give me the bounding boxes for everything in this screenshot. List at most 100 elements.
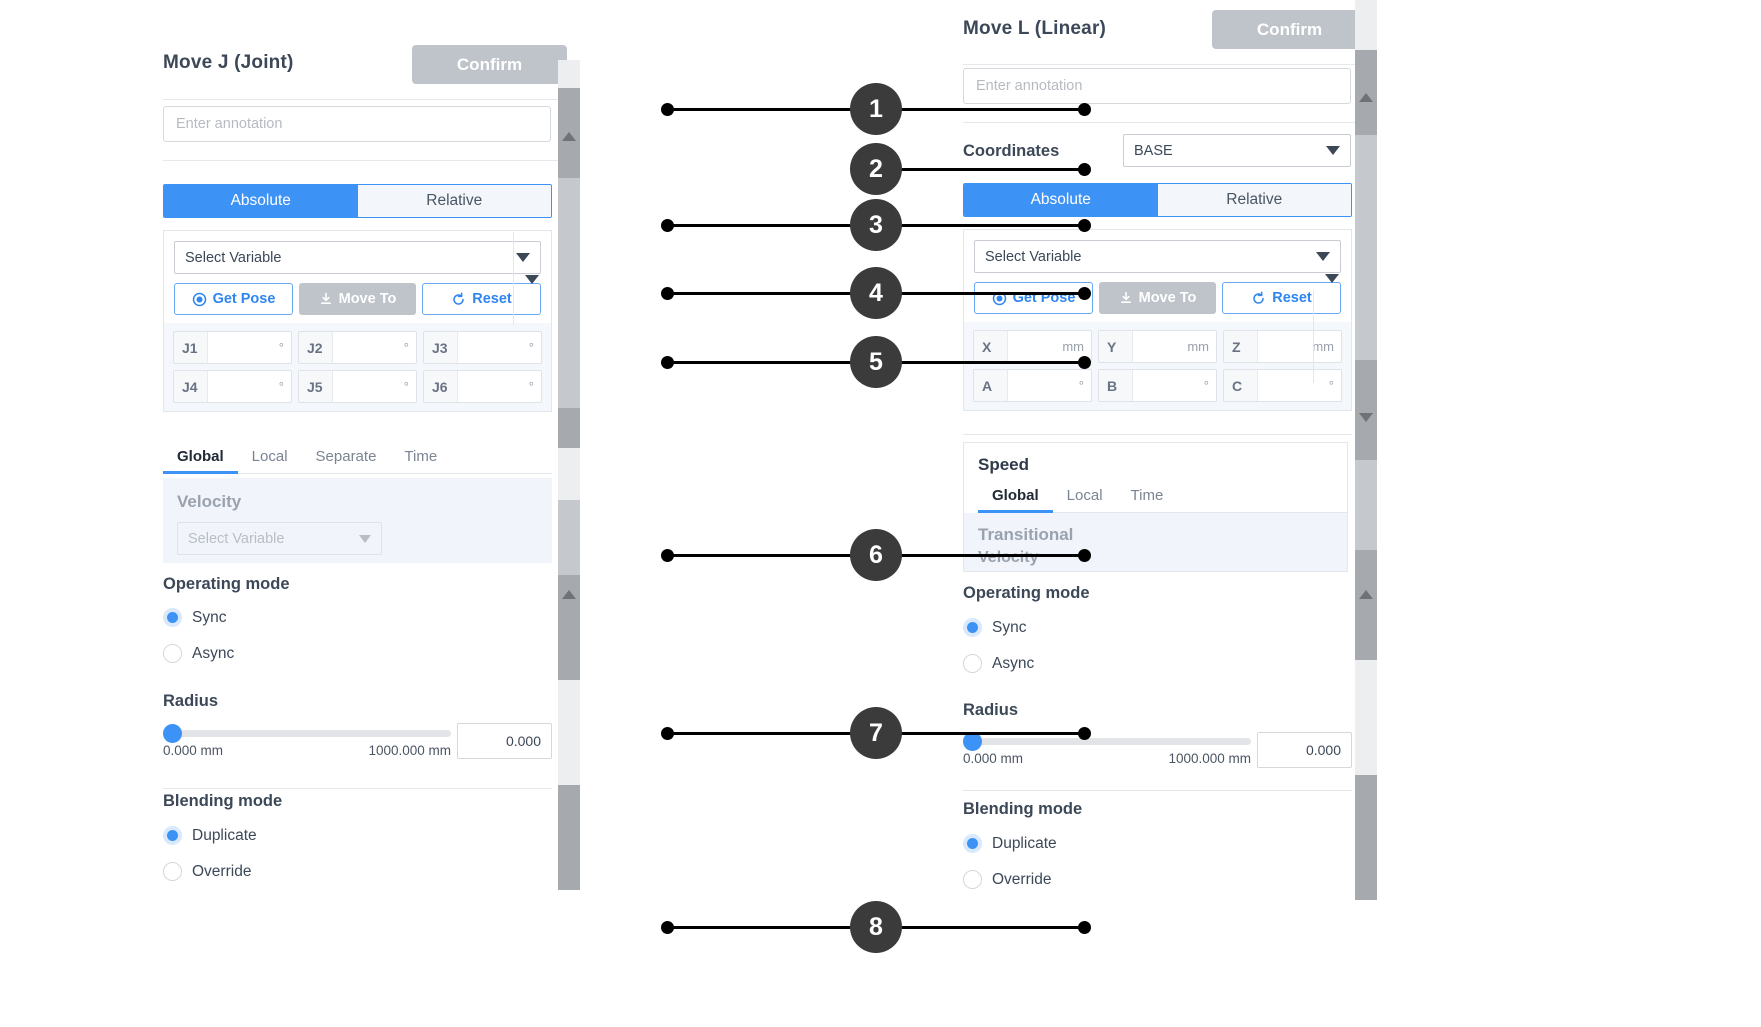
reset-button[interactable]: Reset	[1222, 282, 1341, 314]
joint-field-j6[interactable]: J6 °	[423, 370, 542, 403]
slider-knob[interactable]	[963, 732, 982, 751]
right-scrollbar-thumb-mid[interactable]	[1355, 135, 1377, 360]
chevron-down-icon	[1316, 252, 1330, 261]
pose-field-c[interactable]: C °	[1223, 369, 1342, 402]
move-l-radius-value-input[interactable]: 0.000	[1257, 732, 1352, 768]
move-l-coordinates-select[interactable]: BASE	[1123, 134, 1351, 167]
callout-3-right-dot	[1078, 219, 1091, 232]
move-l-mode-toggle[interactable]: Absolute Relative	[963, 183, 1352, 217]
radio-sync[interactable]: Sync	[963, 618, 1026, 637]
radio-duplicate[interactable]: Duplicate	[963, 834, 1057, 853]
pose-field-a[interactable]: A °	[973, 369, 1092, 402]
move-to-button[interactable]: Move To	[299, 283, 416, 315]
joint-field-label: J4	[174, 371, 208, 402]
scroll-up-arrow-icon[interactable]	[1359, 93, 1373, 102]
move-l-speed-tabs[interactable]: Global Local Time	[978, 481, 1347, 513]
scroll-up-arrow-icon[interactable]	[1359, 590, 1373, 599]
slider-knob[interactable]	[163, 724, 182, 743]
slider-range: 0.000 mm 1000.000 mm	[963, 751, 1251, 766]
move-j-variable-select[interactable]: Select Variable	[174, 241, 541, 274]
divider	[163, 160, 570, 161]
callout-6-left-line	[667, 554, 852, 557]
right-scrollbar-thumb-bottom[interactable]	[1355, 550, 1377, 660]
move-j-expand-caret-icon[interactable]	[525, 275, 539, 284]
move-l-annotation-input[interactable]	[963, 68, 1351, 104]
joint-field-j2[interactable]: J2 °	[298, 331, 417, 364]
move-to-button[interactable]: Move To	[1099, 282, 1216, 314]
move-l-radius-slider[interactable]: 0.000 mm 1000.000 mm	[963, 732, 1251, 766]
get-pose-button[interactable]: Get Pose	[974, 282, 1093, 314]
tab-time[interactable]: Time	[1130, 487, 1164, 504]
joint-field-j5[interactable]: J5 °	[298, 370, 417, 403]
tab-local[interactable]: Local	[1066, 487, 1103, 504]
left-scrollbar-thumb-mid[interactable]	[558, 178, 580, 408]
right-scrollbar-thumb-upper[interactable]	[1355, 50, 1377, 135]
callout-7-left-line	[667, 732, 852, 735]
scroll-up-arrow-icon[interactable]	[562, 590, 576, 599]
move-j-radius-value-input[interactable]: 0.000	[457, 723, 552, 759]
right-scrollbar-thumb-lower[interactable]	[1355, 460, 1377, 550]
tab-global[interactable]: Global	[978, 481, 1053, 513]
get-pose-button[interactable]: Get Pose	[174, 283, 293, 315]
left-scrollbar-thumb-end[interactable]	[558, 785, 580, 890]
scroll-up-arrow-icon[interactable]	[562, 132, 576, 141]
slider-min-label: 0.000 mm	[963, 751, 1024, 766]
left-scrollbar-thumb-middle[interactable]	[558, 408, 580, 448]
divider	[163, 99, 570, 100]
move-j-annotation-input[interactable]	[163, 106, 551, 142]
joint-field-j4[interactable]: J4 °	[173, 370, 292, 403]
radio-sync[interactable]: Sync	[163, 608, 226, 627]
joint-field-label: J5	[299, 371, 333, 402]
right-scrollbar-thumb-end[interactable]	[1355, 775, 1377, 900]
left-scrollbar-thumb-lower[interactable]	[558, 500, 580, 575]
move-l-expand-caret-icon[interactable]	[1325, 274, 1339, 283]
move-j-confirm-button[interactable]: Confirm	[412, 45, 567, 84]
radio-label: Duplicate	[992, 834, 1057, 852]
callout-8-right-line	[900, 926, 1085, 929]
tab-global[interactable]: Global	[163, 442, 238, 474]
joint-field-j1[interactable]: J1 °	[173, 331, 292, 364]
move-j-radius-slider[interactable]: 0.000 mm 1000.000 mm	[163, 724, 451, 758]
pose-field-z[interactable]: Z mm	[1223, 330, 1342, 363]
slider-track	[963, 738, 1251, 745]
reset-button[interactable]: Reset	[422, 283, 541, 315]
pose-field-y[interactable]: Y mm	[1098, 330, 1217, 363]
move-j-mode-toggle[interactable]: Absolute Relative	[163, 184, 552, 218]
scroll-down-arrow-icon[interactable]	[1359, 413, 1373, 422]
radio-async[interactable]: Async	[163, 644, 234, 663]
callout-8-left-line	[667, 926, 852, 929]
pose-field-x[interactable]: X mm	[973, 330, 1092, 363]
move-j-velocity-box: Velocity Select Variable	[163, 478, 552, 563]
joint-field-j3[interactable]: J3 °	[423, 331, 542, 364]
radio-label: Async	[992, 654, 1035, 672]
callout-3: 3	[850, 199, 902, 251]
right-scrollbar-thumb-middle[interactable]	[1355, 360, 1377, 460]
move-l-confirm-button[interactable]: Confirm	[1212, 10, 1367, 49]
transitional-label: Transitional	[978, 525, 1074, 544]
radio-override[interactable]: Override	[163, 862, 251, 881]
tab-relative[interactable]: Relative	[357, 185, 551, 217]
radio-duplicate[interactable]: Duplicate	[163, 826, 257, 845]
radio-label: Override	[192, 862, 252, 880]
pose-field-b[interactable]: B °	[1098, 369, 1217, 402]
tab-separate[interactable]: Separate	[315, 448, 377, 465]
radio-icon-selected	[963, 834, 982, 853]
radio-override[interactable]: Override	[963, 870, 1051, 889]
callout-8-left-dot	[661, 921, 674, 934]
move-j-panel: Move J (Joint) Confirm Absolute Relative…	[140, 30, 570, 950]
callout-6-right-line	[900, 554, 1085, 557]
velocity-variable-select[interactable]: Select Variable	[177, 522, 382, 555]
pose-card-divider	[1313, 290, 1314, 383]
radio-async[interactable]: Async	[963, 654, 1034, 673]
move-j-speed-tabs[interactable]: Global Local Separate Time	[163, 442, 552, 474]
tab-time[interactable]: Time	[404, 448, 438, 465]
tab-absolute[interactable]: Absolute	[164, 185, 358, 217]
tab-absolute[interactable]: Absolute	[964, 184, 1158, 216]
move-j-joint-grid: J1 ° J2 ° J3 ° J4 ° J5 °	[164, 323, 551, 411]
divider	[963, 434, 1352, 435]
callout-5-left-dot	[661, 356, 674, 369]
left-scrollbar-thumb-bottom[interactable]	[558, 575, 580, 680]
tab-relative[interactable]: Relative	[1157, 184, 1351, 216]
move-l-variable-select[interactable]: Select Variable	[974, 240, 1341, 273]
tab-local[interactable]: Local	[251, 448, 288, 465]
